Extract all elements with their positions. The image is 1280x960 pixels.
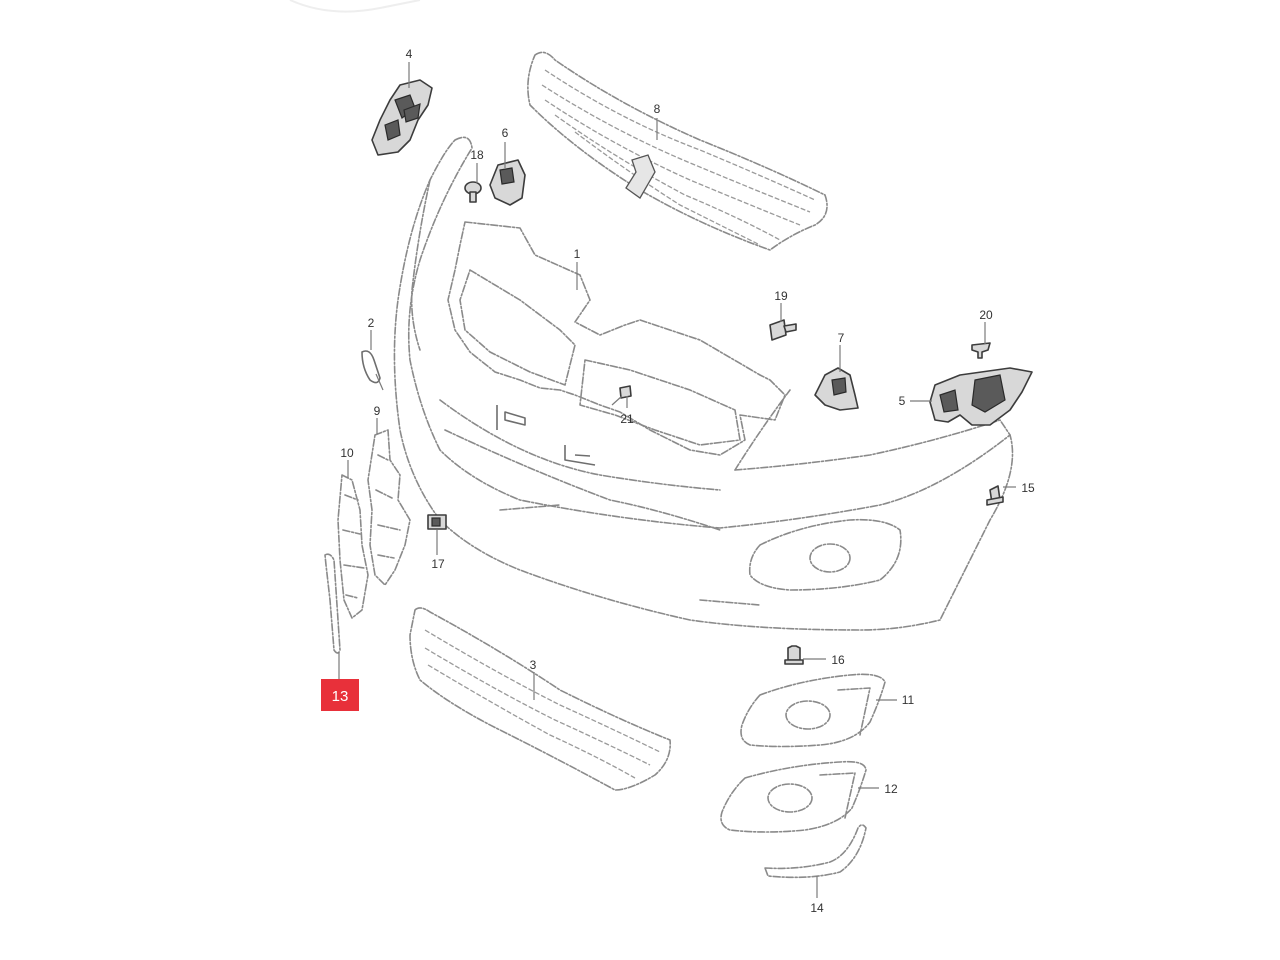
center-bracket-part[interactable] <box>489 159 526 206</box>
callout-14[interactable]: 14 <box>810 901 824 915</box>
callout-11[interactable]: 11 <box>902 693 915 707</box>
callout-5[interactable]: 5 <box>899 394 906 408</box>
scan-artifact <box>289 0 421 13</box>
callout-3[interactable]: 3 <box>530 658 537 672</box>
callout-8[interactable]: 8 <box>654 102 661 116</box>
front-bumper-cover[interactable] <box>393 136 1014 631</box>
callout-10[interactable]: 10 <box>340 446 354 460</box>
bolt-19-part[interactable] <box>769 319 797 341</box>
callout-13[interactable]: 13 <box>332 688 349 705</box>
fog-lamp-bezel-11-part[interactable] <box>740 673 886 748</box>
callout-4[interactable]: 4 <box>406 47 413 61</box>
callout-2[interactable]: 2 <box>368 316 375 330</box>
right-retainer-5-part[interactable] <box>929 367 1033 426</box>
grille-emblem <box>625 154 656 199</box>
clip-17-part[interactable] <box>427 514 447 530</box>
tow-hook-cover-2-part[interactable] <box>361 350 384 391</box>
side-retainer-9-part[interactable] <box>367 429 411 586</box>
clip-18-part[interactable] <box>464 181 482 203</box>
callout-1[interactable]: 1 <box>574 247 581 261</box>
callout-17[interactable]: 17 <box>431 557 445 571</box>
bumper-reinforcement-part[interactable] <box>447 221 786 456</box>
callout-18[interactable]: 18 <box>470 148 484 162</box>
callout-13-highlight[interactable]: 13 <box>321 679 359 711</box>
callout-6[interactable]: 6 <box>502 126 509 140</box>
clip-20-part[interactable] <box>971 342 991 359</box>
callout-9[interactable]: 9 <box>374 404 381 418</box>
pin-15-part[interactable] <box>986 485 1004 506</box>
callout-7[interactable]: 7 <box>838 331 845 345</box>
upper-left-bracket-part[interactable] <box>371 79 433 156</box>
callout-16[interactable]: 16 <box>831 653 845 667</box>
callout-20[interactable]: 20 <box>979 308 993 322</box>
callout-21[interactable]: 21 <box>620 412 634 426</box>
bolt-16-part[interactable] <box>784 645 804 665</box>
callout-19[interactable]: 19 <box>774 289 788 303</box>
fog-lamp-bezel-12-part[interactable] <box>720 760 867 833</box>
trim-strip-13-part[interactable] <box>324 553 341 654</box>
side-retainer-10-part[interactable] <box>337 474 369 619</box>
callout-12[interactable]: 12 <box>884 782 898 796</box>
side-bracket-7-part[interactable] <box>814 367 859 411</box>
screw-21-part[interactable] <box>611 385 632 406</box>
callouts: 4 8 6 18 1 19 7 20 5 21 2 9 10 17 15 16 … <box>340 47 1035 915</box>
leader-lines <box>338 62 1016 898</box>
callout-15[interactable]: 15 <box>1021 481 1035 495</box>
upper-grille-part[interactable] <box>527 51 828 251</box>
chrome-strip-14-part[interactable] <box>764 824 867 879</box>
callout-13-badge[interactable] <box>321 679 359 711</box>
lower-grille-part[interactable] <box>409 607 672 791</box>
